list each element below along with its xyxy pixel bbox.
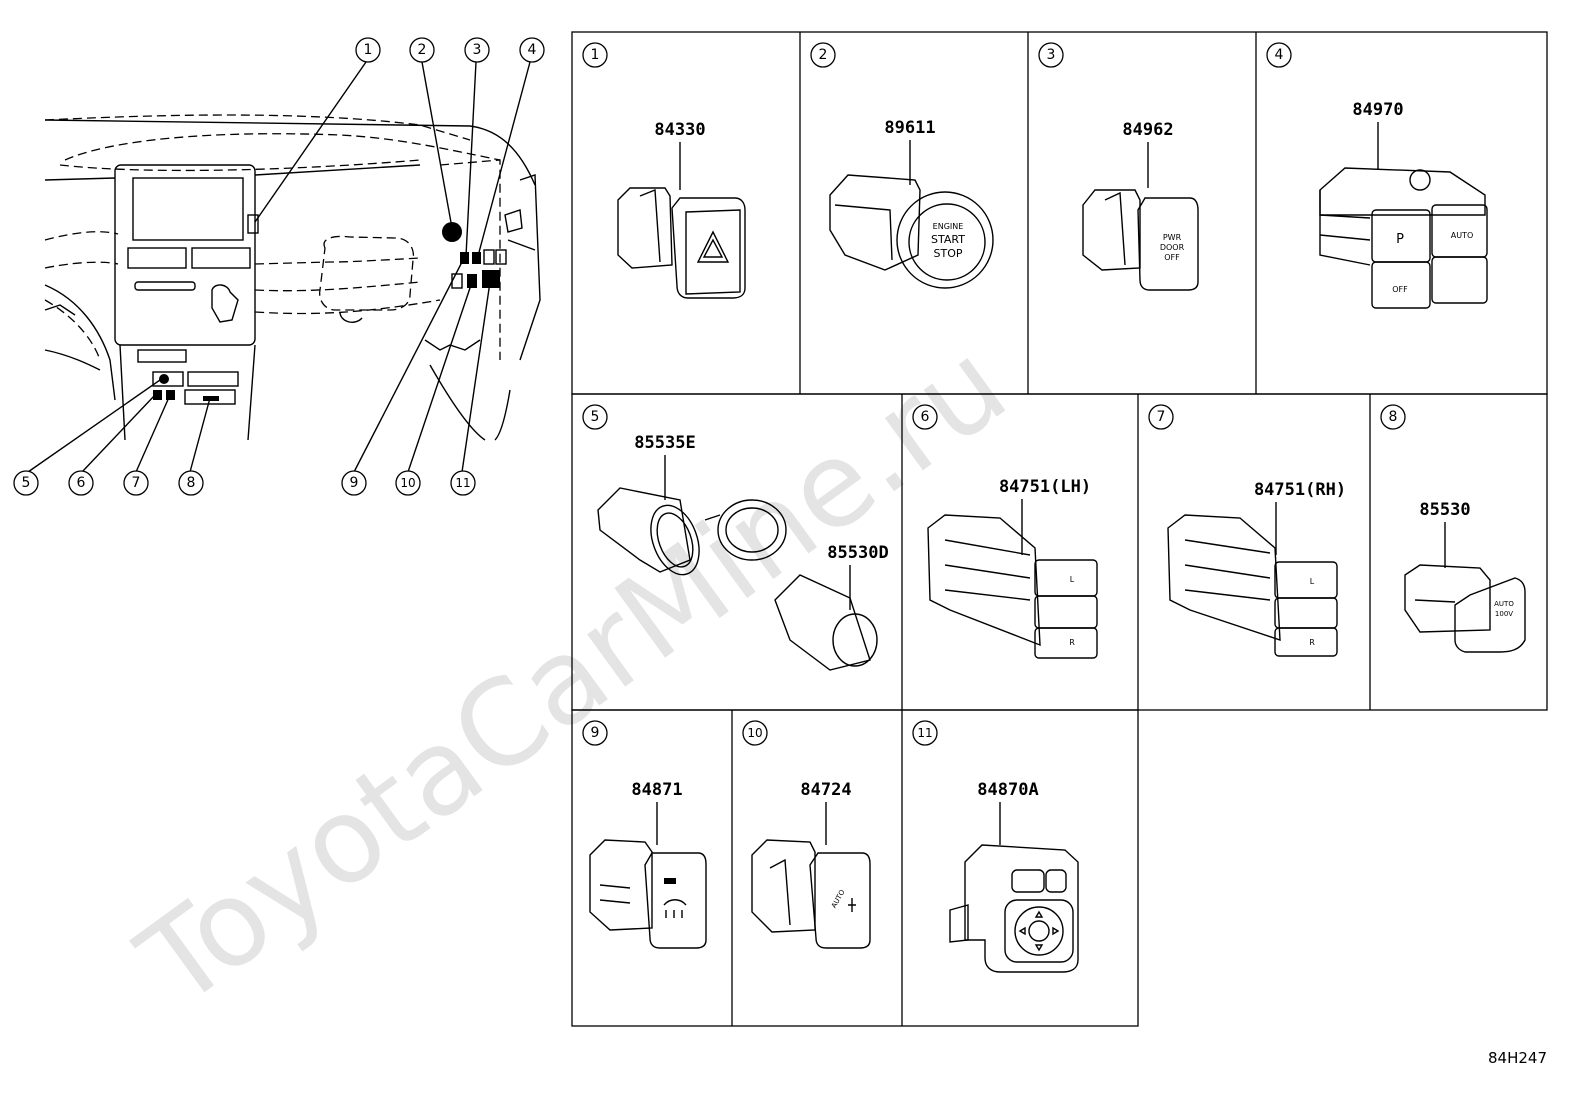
callout-4: 4 (519, 37, 545, 63)
part-number-84330: 84330 (654, 120, 705, 140)
svg-text:1: 1 (591, 47, 600, 63)
part-number-84870A: 84870A (977, 780, 1038, 800)
panel-6-number: 6 (912, 404, 938, 430)
svg-text:2: 2 (418, 42, 427, 58)
park-assist-label: P (1396, 232, 1404, 247)
panel-7-number: 7 (1148, 404, 1174, 430)
part-number-84751-rh: 84751(RH) (1254, 480, 1346, 500)
auto-outlet-label: AUTO (1494, 600, 1514, 608)
panel-4-number: 4 (1266, 42, 1292, 68)
part-number-85530: 85530 (1419, 500, 1470, 520)
start-button-line2: START (931, 233, 965, 246)
panel-8-number: 8 (1380, 404, 1406, 430)
svg-text:7: 7 (132, 475, 141, 491)
panel-2-number: 2 (810, 42, 836, 68)
panel-10-part: 84724 AUTO (751, 780, 871, 949)
parts-grid (571, 31, 1548, 1027)
svg-text:8: 8 (1389, 409, 1398, 425)
svg-text:8: 8 (187, 475, 196, 491)
callout-9: 9 (341, 470, 367, 496)
panel-9-part: 84871 (589, 780, 707, 949)
svg-text:5: 5 (22, 475, 31, 491)
left-seat-label: L (1070, 575, 1075, 584)
part-number-84871: 84871 (631, 780, 682, 800)
auto-label: AUTO (1451, 231, 1474, 240)
callout-8: 8 (178, 470, 204, 496)
callout-11: 11 (450, 470, 476, 496)
svg-text:4: 4 (1275, 47, 1284, 63)
panel-3-part: 84962 PWR DOOR OFF (1082, 120, 1199, 291)
svg-text:3: 3 (473, 42, 482, 58)
panel-10-number: 10 (742, 720, 768, 746)
svg-text:1: 1 (364, 42, 373, 58)
part-number-84751-lh: 84751(LH) (999, 477, 1091, 497)
panel-5-part: 85535E 85530D (597, 433, 889, 671)
panel-1-number: 1 (582, 42, 608, 68)
part-number-84962: 84962 (1122, 120, 1173, 140)
callout-10: 10 (395, 470, 421, 496)
svg-text:11: 11 (455, 476, 470, 490)
svg-text:5: 5 (591, 409, 600, 425)
callout-7: 7 (123, 470, 149, 496)
pwr-label: PWR (1163, 233, 1182, 242)
panel-4-part: 84970 P AUTO OFF (1319, 100, 1488, 309)
callout-2: 2 (409, 37, 435, 63)
svg-text:9: 9 (591, 725, 600, 741)
panel-7-part: 84751(RH) L R (1167, 480, 1346, 657)
overview-callouts: 1 2 3 4 5 6 7 8 9 10 11 (13, 37, 545, 496)
part-number-85530D: 85530D (827, 543, 888, 563)
callout-3: 3 (464, 37, 490, 63)
svg-text:10: 10 (400, 476, 415, 490)
svg-text:6: 6 (77, 475, 86, 491)
part-number-84970: 84970 (1352, 100, 1403, 120)
svg-text:2: 2 (819, 47, 828, 63)
panel-callouts: 1 2 3 4 5 6 7 8 9 10 11 (582, 42, 1406, 746)
dashboard-overview (27, 61, 541, 473)
right-seat-label: R (1069, 638, 1075, 647)
start-button-line1: ENGINE (933, 222, 964, 231)
figure-reference: 84H247 (1488, 1049, 1547, 1067)
panel-2-part: 89611 ENGINE START STOP (829, 118, 994, 289)
callout-6: 6 (68, 470, 94, 496)
panel-6-part: 84751(LH) L R (927, 477, 1098, 659)
door-label: DOOR (1160, 243, 1185, 252)
part-number-85535E: 85535E (634, 433, 695, 453)
svg-text:9: 9 (350, 475, 359, 491)
svg-text:3: 3 (1047, 47, 1056, 63)
voltage-label: 100V (1495, 610, 1513, 618)
callout-5: 5 (13, 470, 39, 496)
panel-1-part: 84330 (617, 120, 746, 299)
callout-1: 1 (355, 37, 381, 63)
part-number-84724: 84724 (800, 780, 851, 800)
start-button-line3: STOP (934, 247, 963, 260)
panel-11-number: 11 (912, 720, 938, 746)
off-label: OFF (1392, 285, 1408, 294)
svg-text:11: 11 (917, 726, 932, 740)
left-seat-label: L (1310, 577, 1315, 586)
panel-8-part: 85530 AUTO 100V (1404, 500, 1526, 653)
svg-text:10: 10 (747, 726, 762, 740)
right-seat-label: R (1309, 638, 1315, 647)
panel-9-number: 9 (582, 720, 608, 746)
panel-11-part: 84870A (949, 780, 1079, 973)
svg-text:6: 6 (921, 409, 930, 425)
svg-text:7: 7 (1157, 409, 1166, 425)
svg-text:4: 4 (528, 42, 537, 58)
panel-3-number: 3 (1038, 42, 1064, 68)
panel-5-number: 5 (582, 404, 608, 430)
part-number-89611: 89611 (884, 118, 935, 138)
off-label: OFF (1164, 253, 1180, 262)
auto-label: AUTO (830, 888, 847, 909)
